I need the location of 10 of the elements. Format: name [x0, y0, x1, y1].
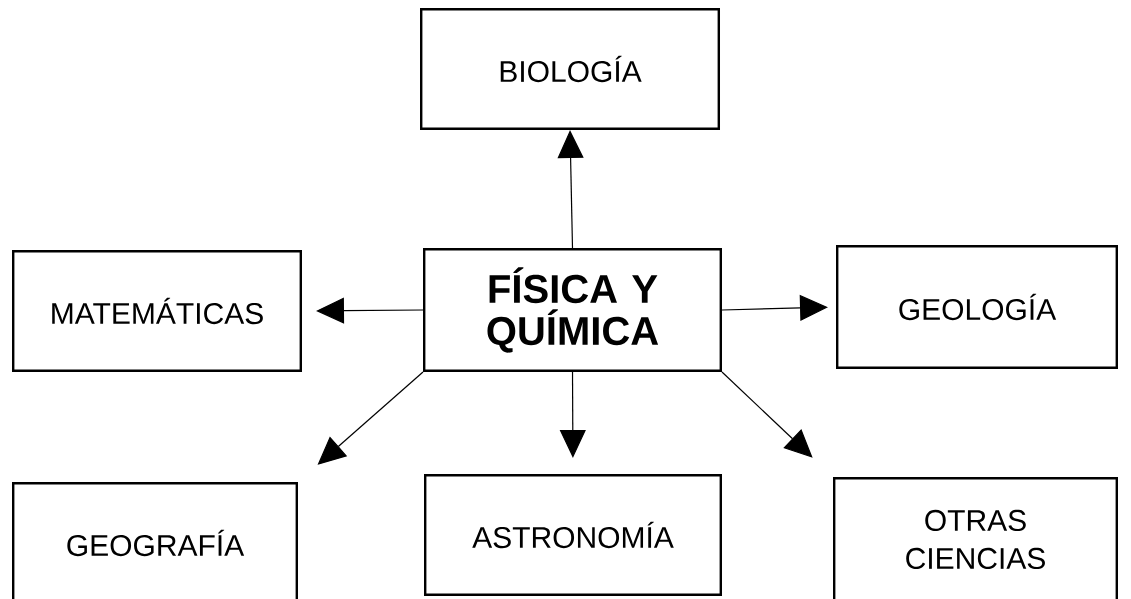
- text-box: BIOLOGÍA: [420, 8, 720, 130]
- arrow: [721, 371, 813, 458]
- text-box: GEOGRAFÍA: [12, 482, 298, 599]
- text-box: FÍSICA Y QUÍMICA: [423, 248, 722, 372]
- text-box: GEOLOGÍA: [836, 245, 1118, 369]
- arrow: [316, 297, 424, 324]
- text-box: ASTRONOMÍA: [424, 474, 722, 596]
- arrow: [557, 130, 584, 249]
- text-box: MATEMÁTICAS: [12, 250, 302, 372]
- text-box: OTRAS CIENCIAS: [833, 477, 1118, 599]
